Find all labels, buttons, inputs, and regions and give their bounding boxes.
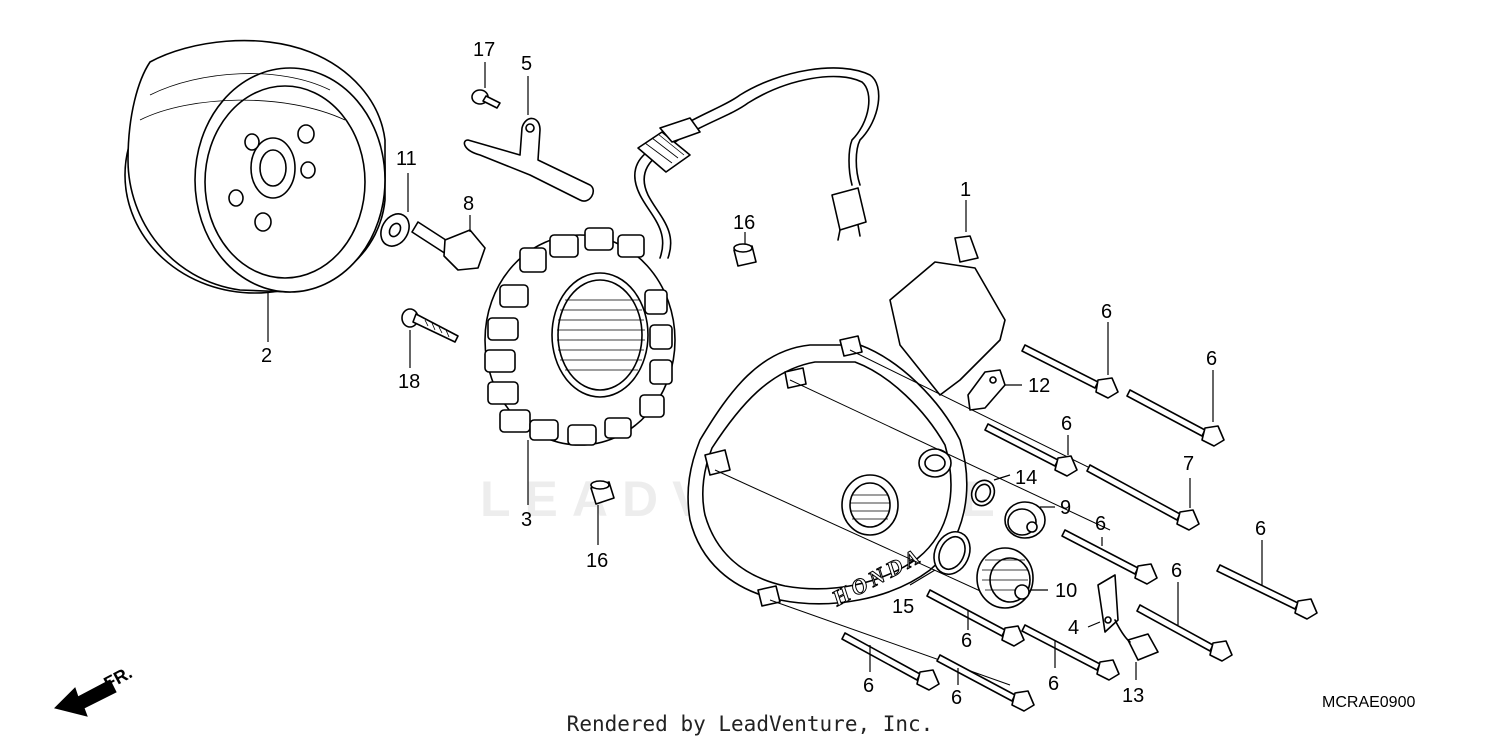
dowel-pin-lower[interactable] bbox=[590, 480, 615, 545]
cover-bolt[interactable] bbox=[1126, 370, 1225, 447]
cover-bolt[interactable] bbox=[1061, 529, 1158, 585]
stator-bolt[interactable] bbox=[401, 308, 459, 368]
callout-4: 4 bbox=[1068, 617, 1079, 639]
callout-7: 7 bbox=[1183, 453, 1194, 475]
wire-clamp[interactable] bbox=[463, 76, 595, 202]
wire-harness[interactable] bbox=[634, 67, 880, 259]
cover-bolt[interactable] bbox=[1216, 540, 1318, 620]
callout-9: 9 bbox=[1060, 497, 1071, 519]
callout-8: 8 bbox=[463, 193, 474, 215]
cover-bracket[interactable] bbox=[967, 369, 1022, 411]
callout-6: 6 bbox=[961, 630, 972, 652]
callout-6: 6 bbox=[1206, 348, 1217, 370]
callout-6: 6 bbox=[1048, 673, 1059, 695]
callout-labels: 1 2 3 4 5 6 6 6 6 6 6 6 6 6 6 7 8 9 10 1… bbox=[261, 39, 1266, 709]
crankshaft-hole-cap[interactable] bbox=[976, 547, 1048, 609]
cover-bolt[interactable] bbox=[1136, 582, 1233, 662]
cable-clamp[interactable] bbox=[1087, 574, 1119, 633]
callout-16: 16 bbox=[733, 212, 755, 234]
footer-credit: Rendered by LeadVenture, Inc. bbox=[566, 712, 934, 736]
cover-bolt[interactable] bbox=[1021, 624, 1120, 681]
callout-6: 6 bbox=[1061, 413, 1072, 435]
callout-6: 6 bbox=[1101, 301, 1112, 323]
stator[interactable] bbox=[484, 227, 676, 505]
callout-18: 18 bbox=[398, 371, 420, 393]
cable-guide[interactable] bbox=[1114, 619, 1159, 680]
o-ring-small[interactable] bbox=[968, 474, 1011, 509]
cover-bolt[interactable] bbox=[936, 654, 1035, 712]
callout-16: 16 bbox=[586, 550, 608, 572]
callout-14: 14 bbox=[1015, 467, 1037, 489]
callout-6: 6 bbox=[951, 687, 962, 709]
cover-bolt[interactable] bbox=[1021, 322, 1119, 399]
callout-10: 10 bbox=[1055, 580, 1077, 602]
callout-1: 1 bbox=[960, 179, 971, 201]
callout-17: 17 bbox=[473, 39, 495, 61]
timing-hole-cap[interactable] bbox=[1004, 501, 1055, 539]
cover-bolt[interactable] bbox=[984, 423, 1078, 477]
dowel-pin-upper[interactable] bbox=[733, 232, 757, 267]
cover-bolt-7[interactable] bbox=[1086, 464, 1200, 531]
flywheel-bolt[interactable] bbox=[411, 215, 486, 271]
callout-11: 11 bbox=[396, 148, 417, 170]
crankcase-cover[interactable]: HONDA bbox=[687, 200, 1146, 686]
diagram-code: MCRAE0900 bbox=[1322, 694, 1416, 711]
callout-15: 15 bbox=[892, 596, 914, 618]
callout-6: 6 bbox=[1255, 518, 1266, 540]
callout-6: 6 bbox=[863, 675, 874, 697]
cover-bolt[interactable] bbox=[926, 589, 1025, 647]
front-direction-arrow: FR. bbox=[54, 662, 135, 717]
washer[interactable] bbox=[375, 173, 415, 251]
clamp-bolt[interactable] bbox=[471, 62, 501, 109]
callout-2: 2 bbox=[261, 345, 272, 367]
cover-bolt[interactable] bbox=[841, 632, 940, 691]
callout-3: 3 bbox=[521, 509, 532, 531]
callout-6: 6 bbox=[1171, 560, 1182, 582]
callout-13: 13 bbox=[1122, 685, 1144, 707]
callout-12: 12 bbox=[1028, 375, 1050, 397]
flywheel[interactable] bbox=[124, 39, 386, 342]
callout-5: 5 bbox=[521, 53, 532, 75]
callout-6: 6 bbox=[1095, 513, 1106, 535]
o-ring-large[interactable] bbox=[909, 526, 977, 586]
